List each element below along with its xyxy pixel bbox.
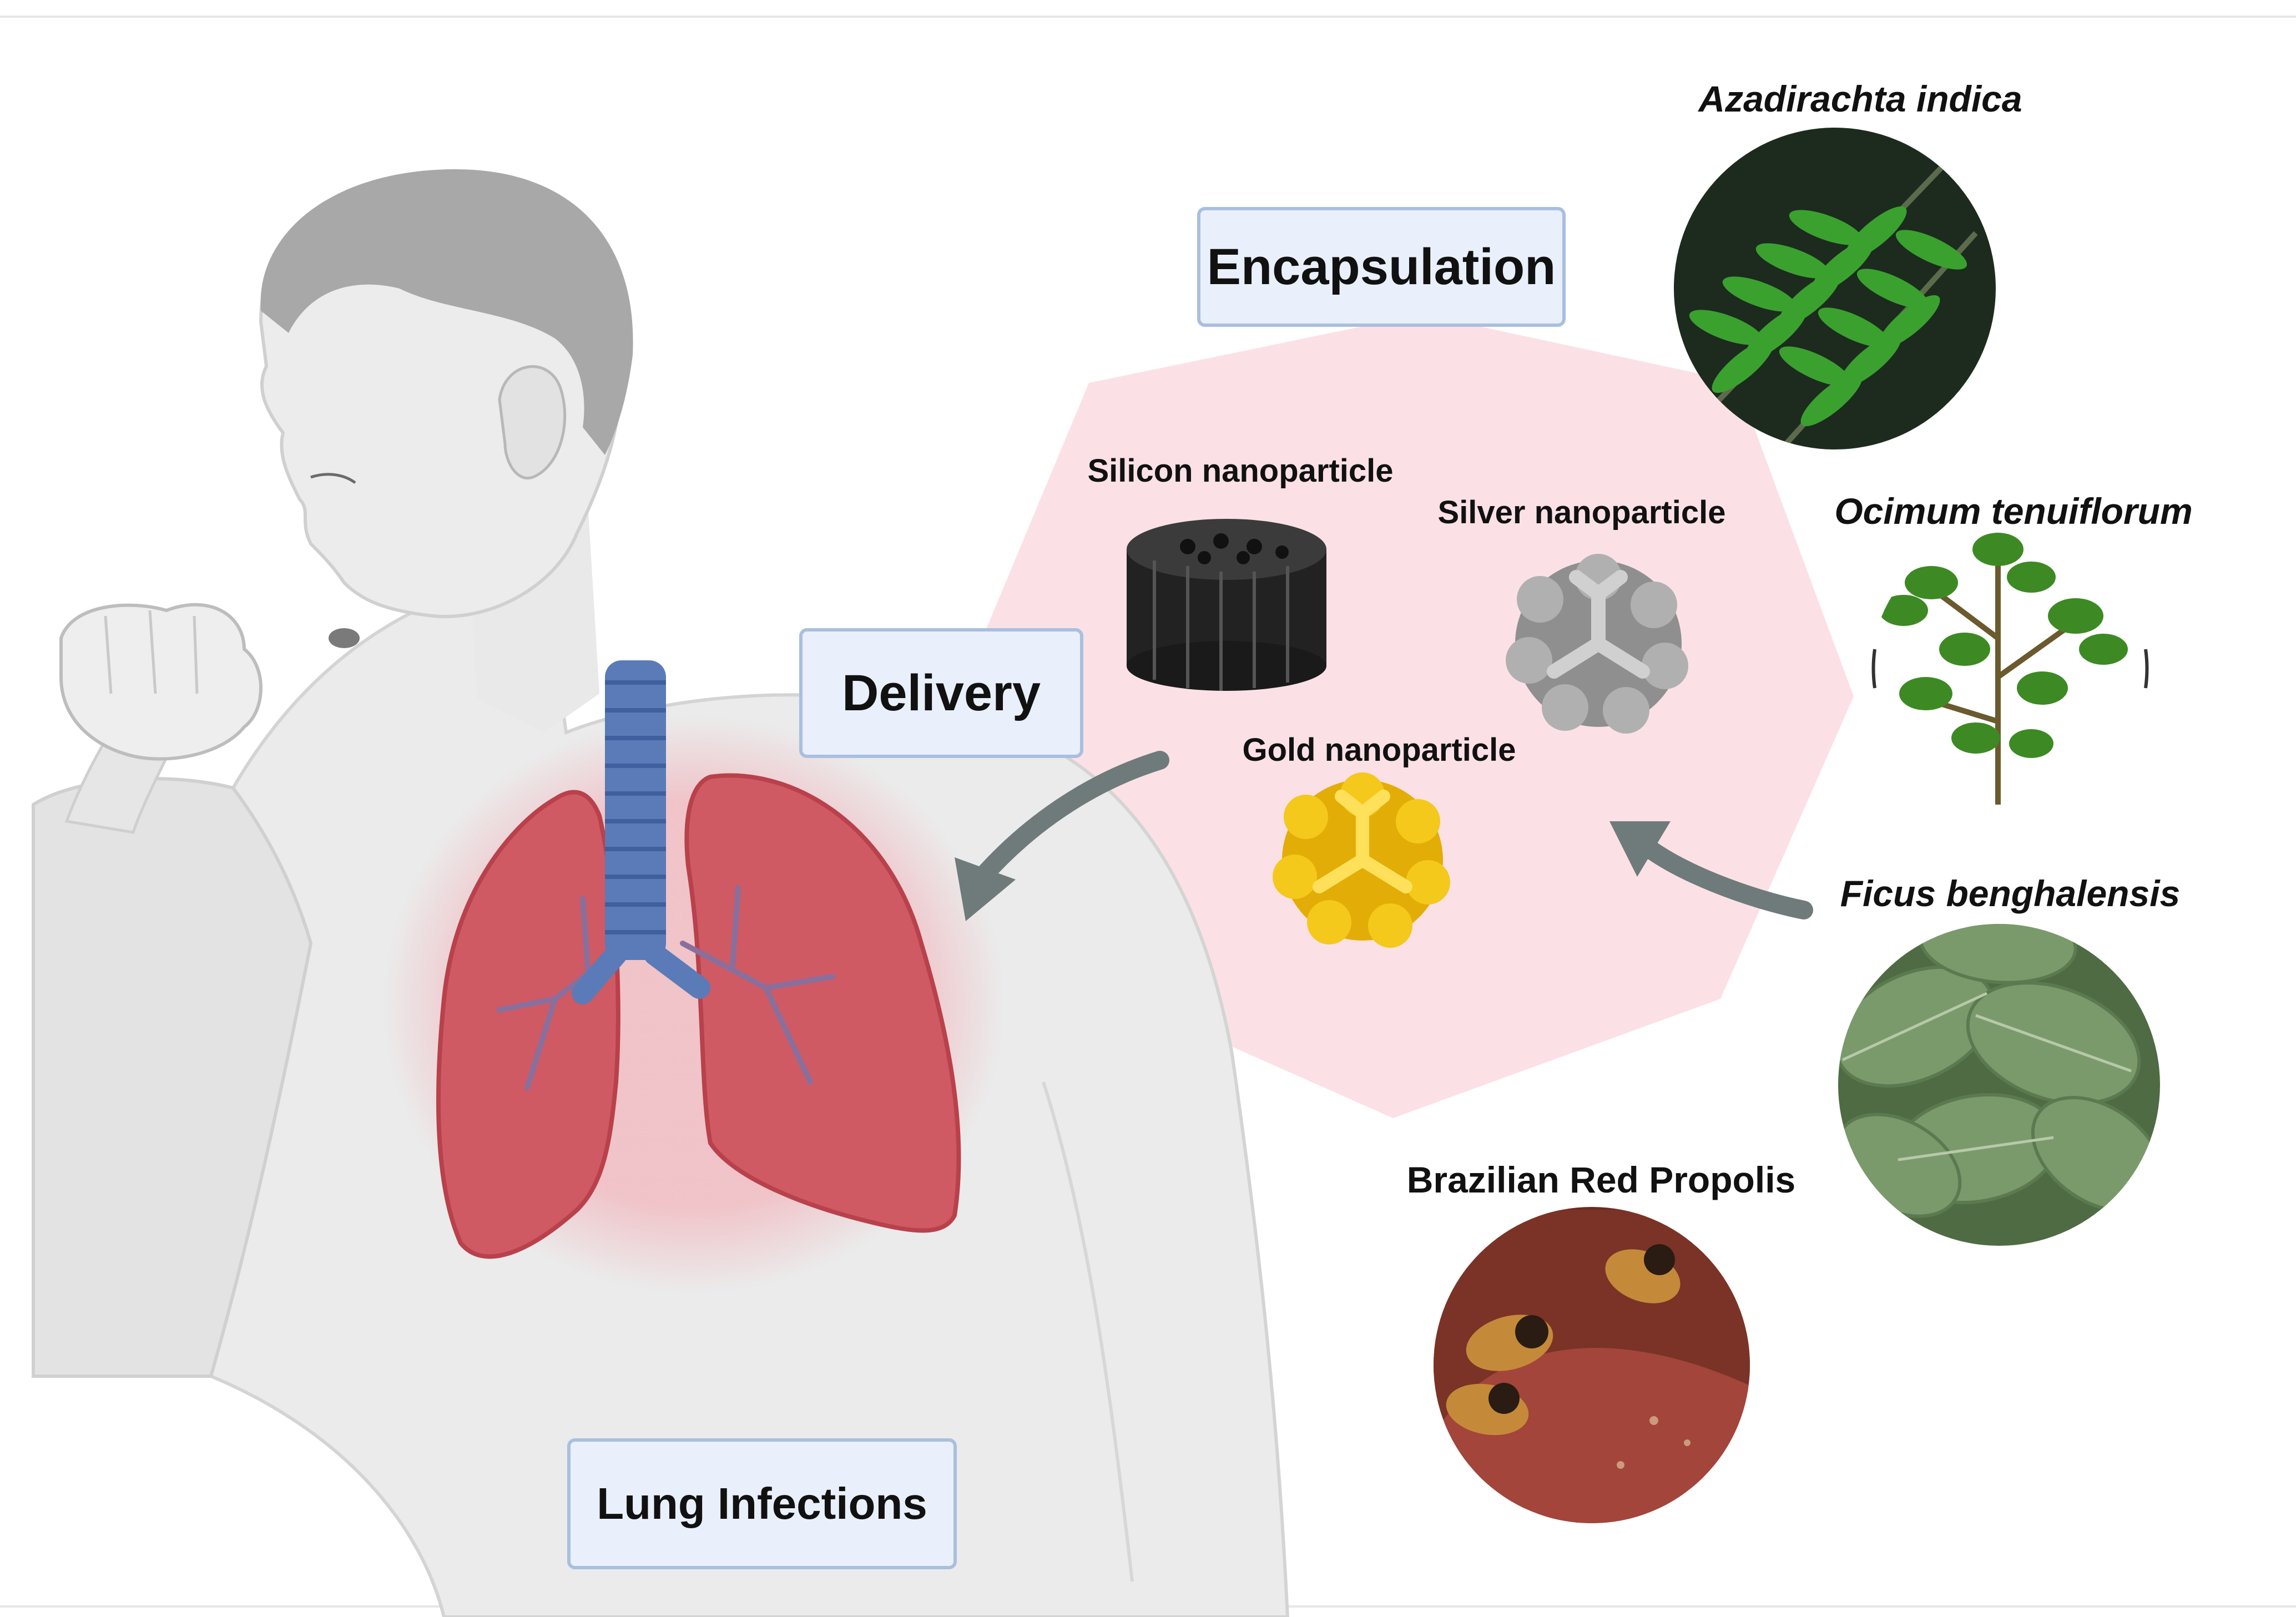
gold-nanoparticle-label: Gold nanoparticle bbox=[1242, 732, 1516, 768]
brazilian-red-propolis-label: Brazilian Red Propolis bbox=[1406, 1159, 1796, 1200]
azadirachta-indica-photo bbox=[1674, 128, 1996, 449]
encapsulation-label: Encapsulation bbox=[1207, 238, 1556, 295]
delivery-box: Delivery bbox=[799, 628, 1083, 758]
lung-infections-label: Lung Infections bbox=[597, 1479, 927, 1528]
lung-infections-box: Lung Infections bbox=[567, 1438, 957, 1569]
silicon-nanoparticle-label: Silicon nanoparticle bbox=[1087, 453, 1394, 489]
ficus-benghalensis-photo bbox=[1838, 924, 2160, 1246]
lungs bbox=[383, 660, 1005, 1293]
azadirachta-indica-label: Azadirachta indica bbox=[1698, 78, 2022, 119]
delivery-label: Delivery bbox=[841, 664, 1041, 721]
brazilian-red-propolis-photo bbox=[1434, 1207, 1750, 1523]
encapsulation-polygon bbox=[982, 314, 1854, 1118]
ficus-benghalensis-label: Ficus benghalensis bbox=[1840, 873, 2181, 914]
source-arrow bbox=[1609, 821, 1813, 919]
ocimum-tenuiflorum-photo bbox=[1871, 530, 2149, 807]
silicon-nanoparticle-graphic bbox=[1127, 519, 1326, 691]
gold-nanoparticle-graphic bbox=[1273, 772, 1450, 948]
silver-nanoparticle-graphic bbox=[1506, 554, 1688, 734]
ocimum-tenuiflorum-label: Ocimum tenuiflorum bbox=[1834, 491, 2193, 532]
encapsulation-box: Encapsulation bbox=[1197, 207, 1566, 327]
silver-nanoparticle-label: Silver nanoparticle bbox=[1437, 494, 1726, 530]
delivery-arrow bbox=[955, 751, 1169, 921]
